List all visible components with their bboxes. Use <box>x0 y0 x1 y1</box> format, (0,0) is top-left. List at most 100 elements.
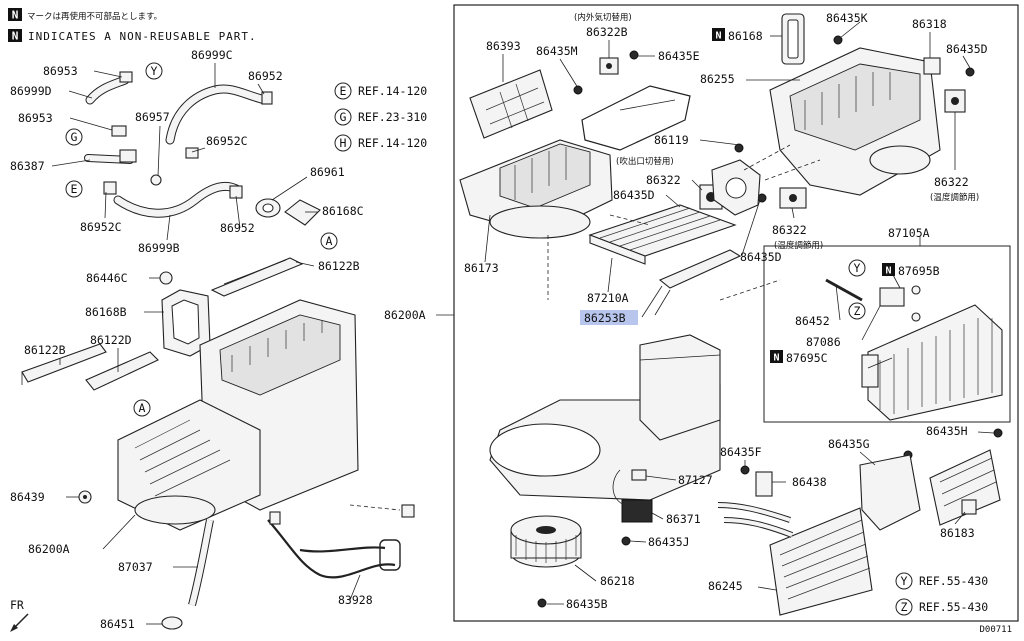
svg-text:REF.14-120: REF.14-120 <box>358 84 427 98</box>
svg-text:A: A <box>326 234 333 248</box>
drain-hose-87037[interactable] <box>188 519 214 607</box>
air-filter-87210a[interactable] <box>588 204 737 265</box>
grommet-86451[interactable] <box>161 616 183 630</box>
clip-86446c[interactable] <box>159 271 173 285</box>
part-label: 87127 <box>678 473 713 487</box>
connector-87127[interactable] <box>612 469 647 506</box>
screws-lower-right[interactable] <box>537 428 1003 608</box>
part-label: 87210A <box>587 291 629 305</box>
hvac-case-left[interactable] <box>117 299 359 531</box>
part-label: 86435B <box>566 597 608 611</box>
part-label: 86957 <box>135 110 170 124</box>
svg-text:H: H <box>340 136 347 150</box>
svg-text:Y: Y <box>854 261 861 275</box>
actuator-86322-temp-right[interactable] <box>944 89 966 113</box>
marker-a-upper: A <box>320 232 338 250</box>
seal-86168[interactable] <box>781 13 805 65</box>
svg-text:マークは再使用不可部品とします。: マークは再使用不可部品とします。 <box>27 11 162 22</box>
seal-frame-86168b[interactable] <box>161 289 211 357</box>
part-label: 86168B <box>85 305 127 319</box>
ref-h[interactable]: H REF.14-120 <box>334 134 427 152</box>
part-label: 86952C <box>80 220 122 234</box>
part-label: 86119 <box>654 133 689 147</box>
svg-text:E: E <box>71 182 78 196</box>
resistor-86371[interactable] <box>621 499 653 523</box>
part-label: 87695C <box>786 351 828 365</box>
ref-e[interactable]: E REF.14-120 <box>334 82 427 100</box>
part-label: 86999B <box>138 241 180 255</box>
actuator-86322-temp-center[interactable] <box>779 187 807 209</box>
part-label: 86435D <box>613 188 655 202</box>
hose-clamps[interactable] <box>103 71 273 199</box>
heater-hose-86999d[interactable] <box>85 75 130 105</box>
svg-text:REF.55-430: REF.55-430 <box>919 574 988 588</box>
grommet-86961[interactable] <box>255 198 281 218</box>
heater-unit-86183[interactable] <box>929 449 1001 526</box>
duct-86122d[interactable] <box>85 351 159 391</box>
part-label: 87105A <box>888 226 930 240</box>
hvac-case-86200a-right[interactable] <box>489 334 721 501</box>
part-label: 83928 <box>338 593 373 607</box>
ref-z[interactable]: Z REF.55-430 <box>895 598 988 616</box>
part-label: 87695B <box>898 264 940 278</box>
seal-86168c[interactable] <box>284 199 321 226</box>
highlighted-part-86253b[interactable]: 86253B <box>580 310 638 325</box>
duct-86122b-top[interactable] <box>210 257 304 297</box>
expansion-valve-87086[interactable] <box>879 285 921 322</box>
svg-text:G: G <box>71 130 78 144</box>
part-label: 86439 <box>10 490 45 504</box>
note-outside-air: (内外気切替用) <box>574 12 632 23</box>
evaporator-core[interactable] <box>861 304 1003 421</box>
svg-text:N: N <box>715 31 721 42</box>
part-label: 87086 <box>806 335 841 349</box>
bracket-86435g[interactable] <box>859 454 921 531</box>
svg-text:FR: FR <box>10 598 24 612</box>
clamp-86438[interactable] <box>755 471 773 497</box>
filter-cover-86253b[interactable] <box>658 249 742 289</box>
linkage-86255[interactable] <box>581 85 691 151</box>
part-label: 86122B <box>24 343 66 357</box>
screw-86439[interactable] <box>78 490 92 504</box>
duct-86122b-left[interactable] <box>21 343 107 385</box>
part-label: 86451 <box>100 617 135 631</box>
part-label: 86122B <box>318 259 360 273</box>
svg-text:E: E <box>340 84 347 98</box>
note-temp-ctrl-2: (温度調節用) <box>774 240 823 251</box>
part-label: 86953 <box>18 111 53 125</box>
heater-hose-86999b[interactable] <box>113 181 243 218</box>
part-label: 86371 <box>666 512 701 526</box>
part-label: 86435J <box>648 535 690 549</box>
heater-case-86255[interactable] <box>769 47 941 196</box>
marker-z-evap: Z <box>848 302 866 320</box>
bolt-86452[interactable] <box>825 278 863 302</box>
part-label: 86173 <box>464 261 499 275</box>
heater-core-86245[interactable] <box>717 502 873 616</box>
ref-y[interactable]: Y REF.55-430 <box>895 572 988 590</box>
gear-plate-86119[interactable] <box>711 159 761 216</box>
wire-harness-83928[interactable] <box>267 504 415 579</box>
ref-g[interactable]: G REF.23-310 <box>334 108 427 126</box>
diagram-code: D00711 <box>979 625 1012 635</box>
marker-a-lower: A <box>133 399 151 417</box>
part-label: 86435F <box>720 445 762 459</box>
heater-hose-86999c[interactable] <box>165 84 270 145</box>
part-label: 86961 <box>310 165 345 179</box>
blower-case-86173[interactable] <box>459 139 613 239</box>
non-reusable-badge: N <box>770 350 783 364</box>
non-reusable-badge: N <box>882 263 895 277</box>
filter-door-86393[interactable] <box>469 69 553 139</box>
marker-h-hose: Y <box>145 62 163 80</box>
actuator-86322b[interactable] <box>599 57 619 75</box>
part-label: 86952 <box>220 221 255 235</box>
evaporator-subframe <box>763 245 1011 423</box>
blower-motor-86218[interactable] <box>510 515 582 568</box>
marker-e-hose: E <box>65 180 83 198</box>
part-label: 86122D <box>90 333 132 347</box>
svg-text:N: N <box>12 30 19 43</box>
svg-text:REF.23-310: REF.23-310 <box>358 110 427 124</box>
part-label: 86953 <box>43 64 78 78</box>
actuator-86318[interactable] <box>923 57 941 75</box>
svg-text:N: N <box>773 353 779 364</box>
pipe-86387[interactable] <box>84 125 137 164</box>
